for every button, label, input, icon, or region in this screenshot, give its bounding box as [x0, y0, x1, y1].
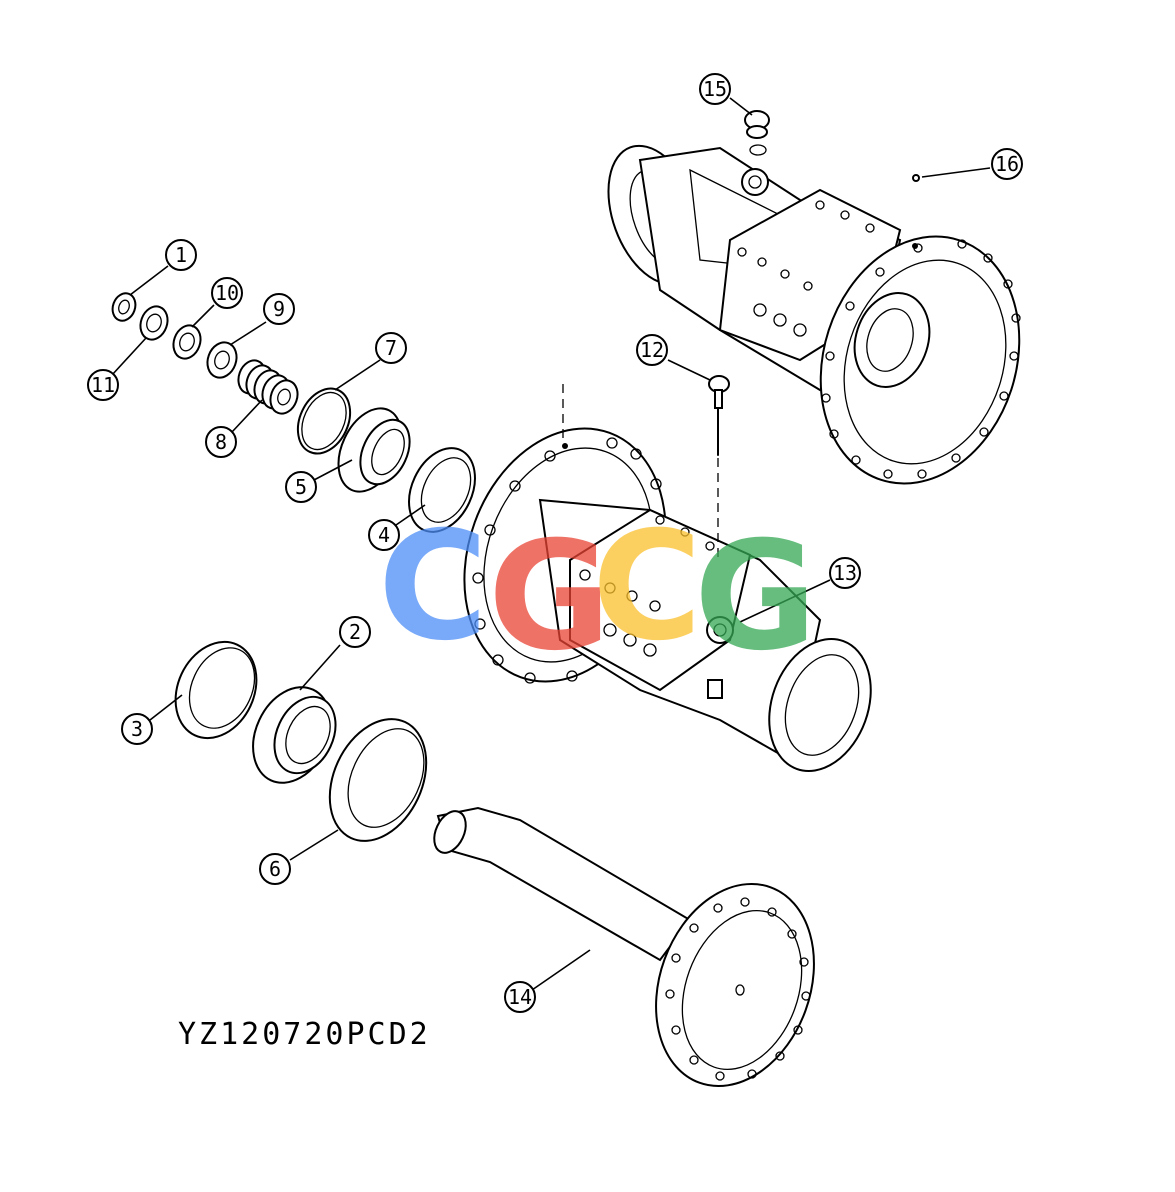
callout-label: 12: [640, 338, 664, 362]
washer-part-10: [172, 324, 202, 360]
callout-label: 11: [91, 373, 115, 397]
callout-5: 5: [285, 471, 317, 503]
pin-part-16: [912, 174, 920, 182]
callout-label: 8: [215, 430, 227, 454]
callout-7: 7: [375, 332, 407, 364]
callout-label: 1: [175, 243, 187, 267]
callout-8: 8: [205, 426, 237, 458]
callout-label: 10: [215, 281, 239, 305]
seal-part-6: [328, 718, 428, 842]
callout-13: 13: [829, 557, 861, 589]
callout-label: 9: [273, 297, 285, 321]
callout-label: 16: [995, 152, 1019, 176]
callout-16: 16: [991, 148, 1023, 180]
callout-label: 15: [703, 77, 727, 101]
callout-1: 1: [165, 239, 197, 271]
callout-2: 2: [339, 616, 371, 648]
washer-part-1: [111, 292, 137, 322]
watermark-letter: C: [592, 500, 702, 674]
callout-3: 3: [121, 713, 153, 745]
upper-axle-housing: [607, 144, 1021, 485]
callout-6: 6: [259, 853, 291, 885]
washer-part-11: [139, 305, 169, 341]
callout-10: 10: [211, 277, 243, 309]
drawing-code: YZ120720PCD2: [178, 1017, 431, 1052]
watermark-logo: C G C G: [378, 500, 817, 684]
bearing-cup-part-3: [174, 640, 258, 740]
callout-label: 5: [295, 475, 307, 499]
callout-12: 12: [636, 334, 668, 366]
plug-part-15: [744, 110, 770, 156]
callout-11: 11: [87, 369, 119, 401]
lower-axle-housing: [463, 427, 872, 772]
bearing-cone-part-5: [337, 407, 411, 493]
callout-9: 9: [263, 293, 295, 325]
callout-label: 2: [349, 620, 361, 644]
watermark-letter: G: [488, 510, 611, 684]
callout-14: 14: [504, 981, 536, 1013]
callout-label: 13: [833, 561, 857, 585]
callout-15: 15: [699, 73, 731, 105]
bearing-cone-part-2: [252, 686, 337, 784]
callout-label: 7: [385, 336, 397, 360]
axle-shaft-part-14: [433, 806, 815, 1088]
callout-4: 4: [368, 519, 400, 551]
leader-lines: [111, 97, 991, 991]
o-ring-part-7: [296, 387, 352, 455]
washer-part-9: [206, 341, 238, 379]
callout-label: 3: [131, 717, 143, 741]
callout-label: 4: [378, 523, 390, 547]
breather-part-12: [708, 375, 730, 456]
bearing-cup-part-4: [408, 447, 476, 533]
callout-label: 6: [269, 857, 281, 881]
shim-stack-part-8: [237, 359, 299, 415]
watermark-letter: G: [694, 510, 817, 684]
callout-label: 14: [508, 985, 532, 1009]
